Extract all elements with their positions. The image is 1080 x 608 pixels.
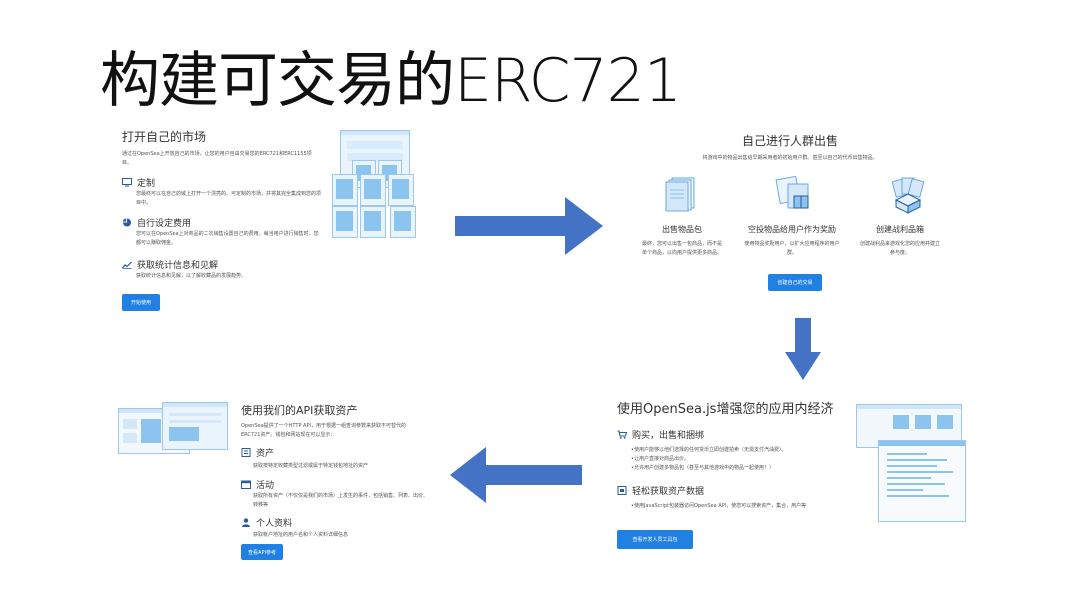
flow-arrow-right (455, 197, 603, 255)
section-stats: 获取统计信息和见解 (122, 258, 218, 271)
column-title: 出售物品包 (662, 225, 702, 234)
panel-crowd-sale: 自己进行人群出售 将游戏中的物品出售给早期采用者的初始用户群。甚至以自己的代币出… (640, 130, 940, 295)
panel-intro: OpenSea提供了一个HTTP API，用于根据一组查询参数来获取不可替代的E… (241, 423, 406, 438)
section-desc: 您可以在OpenSea上对商品的二次销售设置自己的费用。每当用户进行销售时，您都… (136, 231, 319, 246)
section-desc: 您最终可以在自己的域上打开一个漂亮的、可定制的市场，并将其完全集成到您的项目中。 (136, 191, 322, 206)
column-desc: 使用物品奖励用户，以扩大应用程序的用户群。 (744, 241, 840, 256)
section-title: 自行设定费用 (137, 219, 192, 229)
monitor-icon (122, 178, 132, 187)
panel-heading: 使用我们的API获取资产 (241, 404, 358, 417)
panel-open-marketplace: 打开自己的市场 通过在OpenSea上开放自己的市场，让您的用户自由交易您的ER… (122, 128, 322, 318)
panel-intro: 将游戏中的物品出售给早期采用者的初始用户群。甚至以自己的代币出售物品。 (702, 155, 878, 161)
airdrop-gift-icon (775, 175, 809, 209)
section-title: 购买，出售和捆绑 (632, 431, 705, 441)
column-title: 空投物品给用户作为奖励 (748, 225, 836, 234)
api-assets-illustration (118, 402, 230, 454)
section-line: •使用户能够以他们选择的任何货币立即创建拍卖（无需支付汽油费）。 (631, 447, 787, 453)
calendar-icon (241, 480, 251, 489)
section-profile: 个人资料 (241, 516, 292, 529)
section-title: 活动 (256, 481, 275, 491)
column-title: 创建战利品箱 (876, 225, 924, 234)
slide-title: 构建可交易的ERC721 (100, 46, 682, 116)
asset-icon (241, 448, 251, 457)
section-title: 轻松获取资产数据 (632, 487, 705, 497)
section-line: •使用JavaScript包装器访问OpenSea API，使您可以搜索资产，集… (631, 503, 807, 509)
section-title: 资产 (256, 449, 275, 459)
section-line: •允许用户创建多物品包（甚至与其他游戏中的物品一起使用！） (631, 465, 774, 471)
pie-chart-icon (122, 218, 132, 227)
section-fees: 自行设定费用 (122, 216, 191, 229)
section-desc: 获取按特定收藏类型过滤或属于特定钱包地址的资产 (253, 463, 369, 469)
api-reference-button[interactable]: 查看API参考 (241, 544, 283, 560)
section-title: 个人资料 (256, 519, 293, 529)
panel-heading: 打开自己的市场 (122, 130, 207, 144)
section-line: •让用户直接对商品出价。 (631, 456, 689, 462)
section-buy-sell: 购买，出售和捆绑 (617, 428, 704, 441)
section-title: 获取统计信息和见解 (137, 261, 219, 271)
section-customize: 定制 (122, 176, 155, 189)
column-desc: 创建战利品来游戏化您的应用并建立参与度。 (860, 241, 941, 256)
flow-arrow-down (785, 318, 821, 380)
data-icon (617, 486, 627, 495)
line-chart-icon (122, 261, 132, 269)
section-desc: 获取统计信息和见解，以了解收藏品的发展趋势。 (136, 273, 247, 279)
section-desc: 获取所有资产（不仅仅是我们的市场）上发生的事件，包括销售、列表、出价、转移等 (253, 493, 429, 508)
section-activity: 活动 (241, 478, 274, 491)
panel-opensea-js: 使用OpenSea.js增强您的应用内经济 购买，出售和捆绑 •使用户能够以他们… (617, 398, 852, 553)
cart-icon (617, 430, 627, 439)
column-desc: 最终，您可以出售一包商品，而不是单个商品，以向用户提供更多商品。 (641, 241, 722, 256)
panel-intro: 通过在OpenSea上开放自己的市场，让您的用户自由交易您的ERC721和ERC… (122, 151, 312, 166)
user-icon (242, 518, 250, 527)
create-sale-button[interactable]: 创建自己的交易 (768, 274, 822, 291)
section-asset-data: 轻松获取资产数据 (617, 484, 704, 497)
marketplace-illustration (330, 130, 422, 258)
flow-arrow-left (450, 447, 582, 503)
panel-heading: 自己进行人群出售 (741, 134, 838, 148)
cards-stack-icon (665, 177, 695, 212)
section-assets: 资产 (241, 446, 274, 459)
dev-toolkit-button[interactable]: 查看开发人员工具包 (617, 530, 693, 549)
get-started-button[interactable]: 开始使用 (122, 294, 160, 311)
panel-api: 使用我们的API获取资产 OpenSea提供了一个HTTP API，用于根据一组… (241, 402, 441, 562)
loot-box-icon (891, 177, 925, 214)
code-window-illustration (856, 404, 968, 522)
section-desc: 获取帐户地址的用户名和个人资料详细信息 (253, 532, 349, 538)
panel-heading: 使用OpenSea.js增强您的应用内经济 (617, 402, 834, 417)
section-title: 定制 (137, 179, 156, 189)
